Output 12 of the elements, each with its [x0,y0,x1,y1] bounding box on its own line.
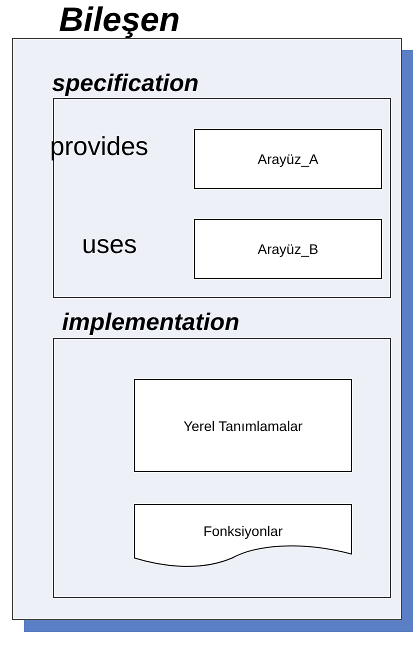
section-heading: specification [52,72,199,96]
interface-box [194,129,382,189]
document-shape [134,504,352,566]
box-label: Arayüz_A [258,151,318,167]
interface-box [134,379,352,472]
box-label: Fonksiyonlar [203,523,283,539]
section-heading: implementation [62,311,240,335]
port-label: uses [82,231,137,257]
section-heading: Bileşen [59,3,180,37]
box-label: Arayüz_B [258,241,318,257]
interface-box [194,219,382,279]
box-label: Yerel Tanımlamalar [183,418,303,434]
